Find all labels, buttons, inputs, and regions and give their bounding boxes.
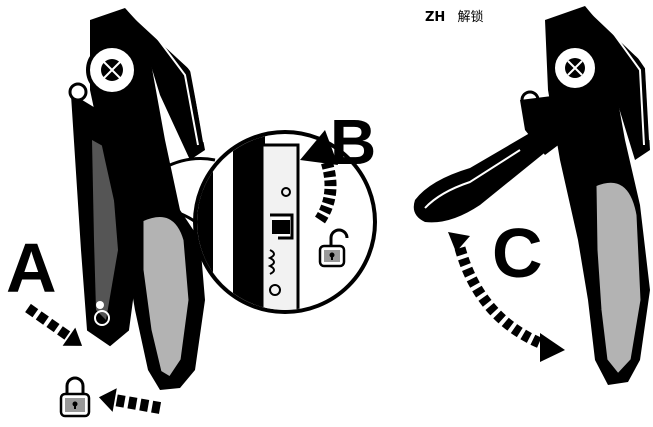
step-label-b: B — [330, 110, 376, 174]
step-label-a: A — [6, 233, 57, 303]
padlock-closed-icon — [61, 378, 89, 416]
right-crimping-tool — [414, 6, 650, 385]
step-label-c: C — [492, 218, 543, 288]
left-crimping-tool — [70, 8, 208, 390]
